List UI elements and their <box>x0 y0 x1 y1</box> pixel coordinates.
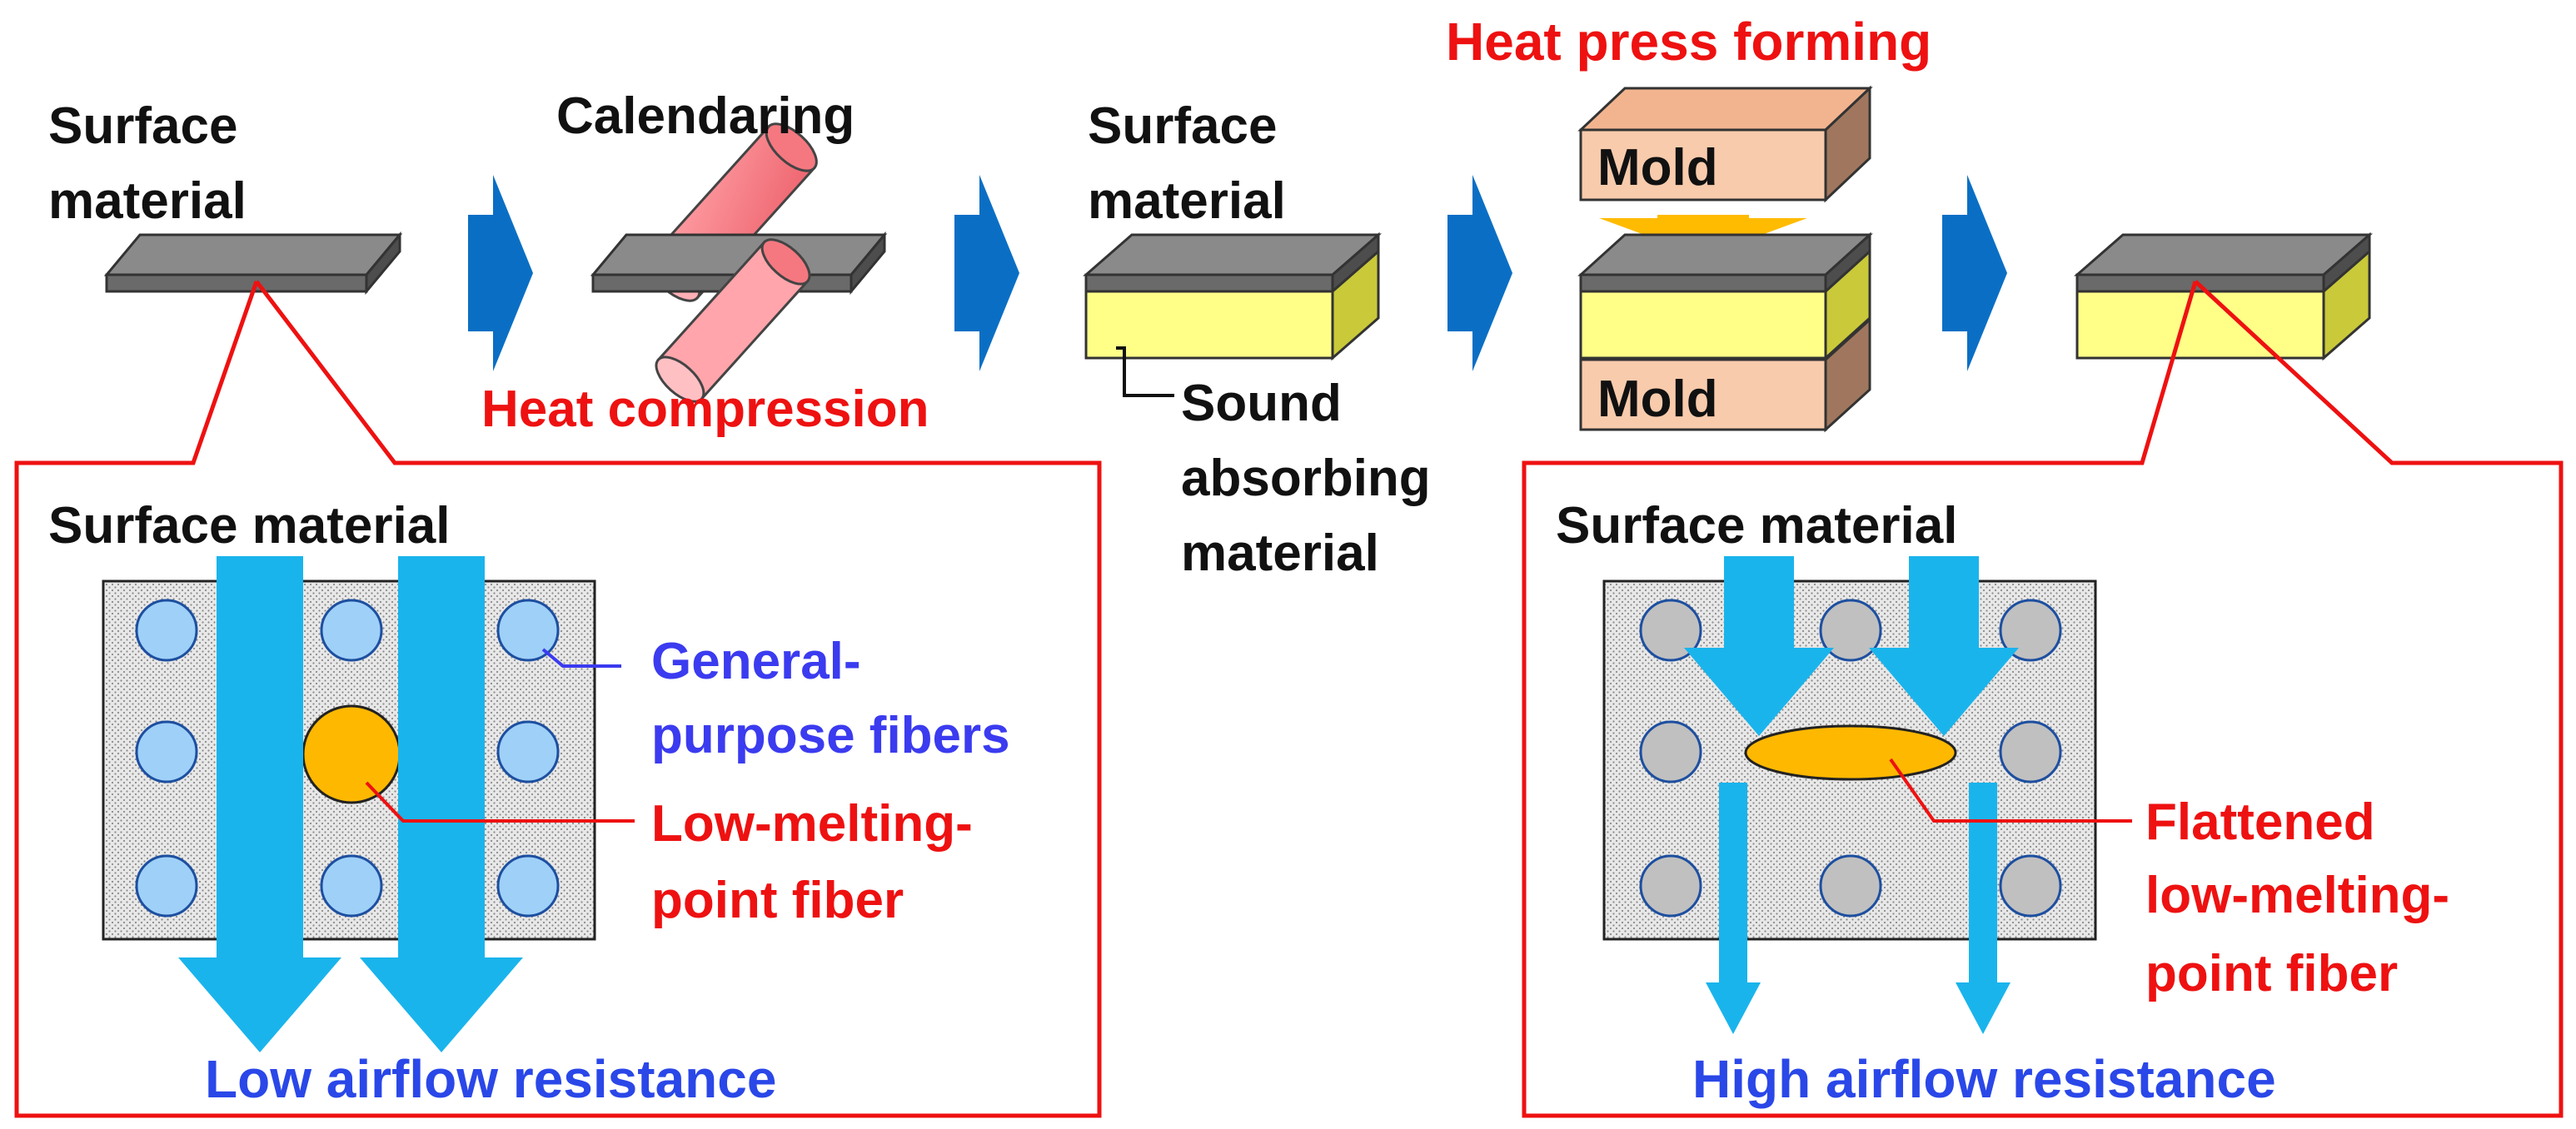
final-product <box>2074 231 2373 361</box>
general-fiber-label-line2: purpose fibers <box>651 707 1010 764</box>
flattened-fiber-label-line2: low-melting- <box>2145 867 2449 924</box>
step3-laminate <box>1083 231 1382 361</box>
flattened-fiber <box>1744 724 1957 781</box>
flattened-fiber-label-line1: Flattened <box>2145 793 2375 851</box>
calendar-rollers <box>590 122 888 403</box>
step1-surface-plate <box>103 231 403 296</box>
step3-label-line1: Surface <box>1088 97 1277 155</box>
left-general-fibers <box>135 599 560 918</box>
step4-laminate <box>1577 231 1873 361</box>
left-panel-title: Surface material <box>48 497 450 555</box>
step3-leader-line <box>1116 346 1174 397</box>
process-arrow-1 <box>468 175 533 371</box>
low-melting-fiber <box>301 704 401 804</box>
step3-caption-line2: absorbing <box>1181 450 1431 507</box>
low-fiber-label-line2: point fiber <box>651 872 904 929</box>
flattened-fiber-leader <box>1889 758 2132 823</box>
process-arrow-3 <box>1447 175 1512 371</box>
right-general-fibers <box>1639 599 2062 918</box>
high-airflow-label: High airflow resistance <box>1692 1049 2276 1109</box>
process-arrow-4 <box>1942 175 2007 371</box>
right-panel-title: Surface material <box>1556 497 1957 555</box>
step3-label-line2: material <box>1088 172 1286 230</box>
step1-label-line1: Surface <box>48 97 237 155</box>
step4-label: Heat press forming <box>1446 12 1931 72</box>
step1-label-line2: material <box>48 172 247 230</box>
left-airflow-arrow-2 <box>360 556 523 1052</box>
left-airflow-arrow-1 <box>178 556 341 1052</box>
mold-top-label: Mold <box>1597 139 1718 196</box>
right-airflow-out-2 <box>1956 783 2010 1034</box>
step2-caption: Heat compression <box>481 380 929 438</box>
step3-caption-line3: material <box>1181 525 1379 582</box>
low-fiber-leader <box>365 781 635 823</box>
left-callout-panel <box>14 280 1102 1118</box>
right-callout-panel <box>1522 280 2564 1118</box>
right-airflow-arrow-1 <box>1684 556 1834 736</box>
flattened-fiber-label-line3: point fiber <box>2145 945 2398 1002</box>
low-fiber-label-line1: Low-melting- <box>651 795 973 853</box>
general-fiber-label-line1: General- <box>651 633 861 690</box>
low-airflow-label: Low airflow resistance <box>205 1049 776 1109</box>
mold-bottom-label: Mold <box>1597 371 1718 428</box>
general-fiber-leader <box>541 648 621 668</box>
right-airflow-out-1 <box>1706 783 1761 1034</box>
mold-top <box>1577 85 1873 203</box>
process-arrow-2 <box>954 175 1019 371</box>
step2-label: Calendaring <box>556 87 855 145</box>
right-airflow-arrow-2 <box>1869 556 2019 736</box>
step3-caption-line1: Sound <box>1181 375 1342 432</box>
mold-bottom <box>1579 316 1871 433</box>
